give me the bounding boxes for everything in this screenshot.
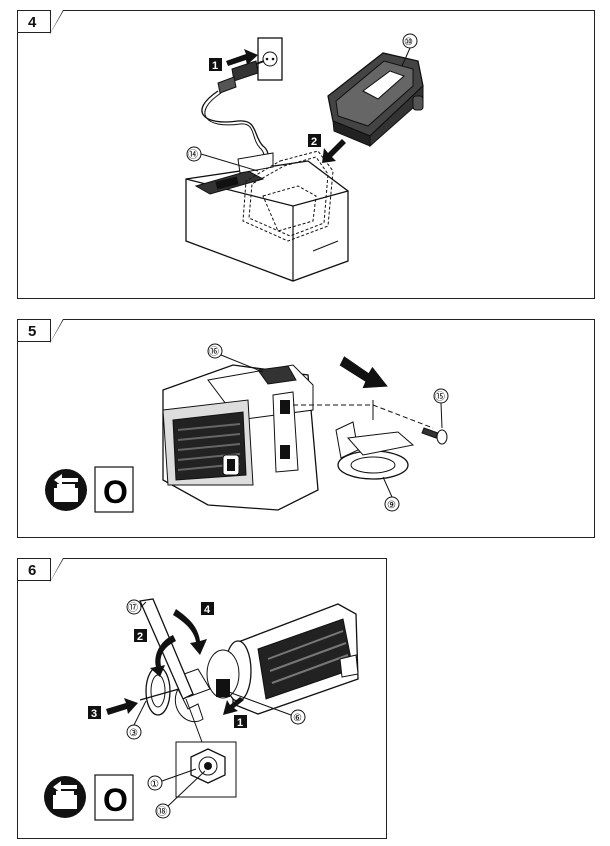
- wrench-collet-illustration: 4 2 3 1 ⑰ ③ ⑥ ① ⑱: [44, 598, 359, 821]
- panel-number: 4: [17, 10, 64, 34]
- arrow-icon: [223, 697, 244, 715]
- screw: [421, 427, 448, 445]
- base-plate: [335, 421, 415, 480]
- svg-text:2: 2: [137, 631, 143, 643]
- panel-number: 5: [17, 319, 64, 343]
- svg-text:4: 4: [204, 604, 211, 616]
- panel-4: 4 1: [17, 10, 595, 299]
- remove-battery-icon: [45, 469, 87, 511]
- svg-text:⑭: ⑭: [188, 149, 198, 161]
- svg-text:①: ①: [150, 779, 159, 790]
- step-2-box: [308, 134, 321, 147]
- tool-body: [162, 364, 319, 511]
- svg-text:⑰: ⑰: [128, 602, 138, 614]
- callout-6: [290, 709, 306, 725]
- arrow-icon: [322, 139, 346, 163]
- svg-text:⑱: ⑱: [157, 806, 167, 818]
- callout-18: [155, 803, 171, 819]
- o-symbol-box: [94, 466, 134, 513]
- svg-text:⑯: ⑯: [209, 346, 219, 358]
- svg-text:⑩: ⑩: [404, 37, 413, 48]
- wall-socket-icon: [257, 37, 283, 81]
- callout-16: [207, 343, 223, 359]
- svg-text:⑥: ⑥: [293, 713, 302, 724]
- battery-pack: [327, 52, 424, 148]
- wrench: [139, 598, 204, 723]
- arrow-icon: [106, 698, 138, 715]
- collet-detail-inset: [175, 741, 237, 798]
- charger: [185, 152, 349, 282]
- arrow-icon: [339, 356, 388, 389]
- dashed-battery-outline: [242, 150, 334, 242]
- arrow-icon: [173, 609, 207, 655]
- panel-5: 5: [17, 319, 595, 538]
- svg-text:⑨: ⑨: [387, 500, 396, 511]
- svg-text:3: 3: [91, 708, 97, 720]
- callout-1: [147, 775, 163, 791]
- svg-text:1: 1: [237, 717, 243, 729]
- charger-battery-illustration: 1 2: [185, 33, 424, 282]
- arrow-icon: [150, 635, 176, 677]
- svg-text:O: O: [103, 474, 128, 510]
- step-1-box: [209, 58, 222, 71]
- svg-text:2: 2: [311, 136, 317, 148]
- svg-text:O: O: [103, 782, 128, 818]
- plug-icon: [217, 60, 265, 94]
- remove-battery-icon: [44, 776, 86, 818]
- collet-nut: [139, 666, 211, 716]
- svg-text:1: 1: [212, 60, 218, 72]
- panel-6: 6: [17, 558, 387, 839]
- arrow-icon: [226, 49, 258, 66]
- o-symbol-box: [94, 774, 134, 821]
- svg-text:⑮: ⑮: [435, 391, 445, 403]
- tool-body: [206, 603, 359, 715]
- panel-number: 6: [17, 558, 64, 582]
- tool-base-illustration: ⑯ ⑮ ⑨ O: [45, 343, 449, 513]
- svg-text:③: ③: [129, 728, 138, 739]
